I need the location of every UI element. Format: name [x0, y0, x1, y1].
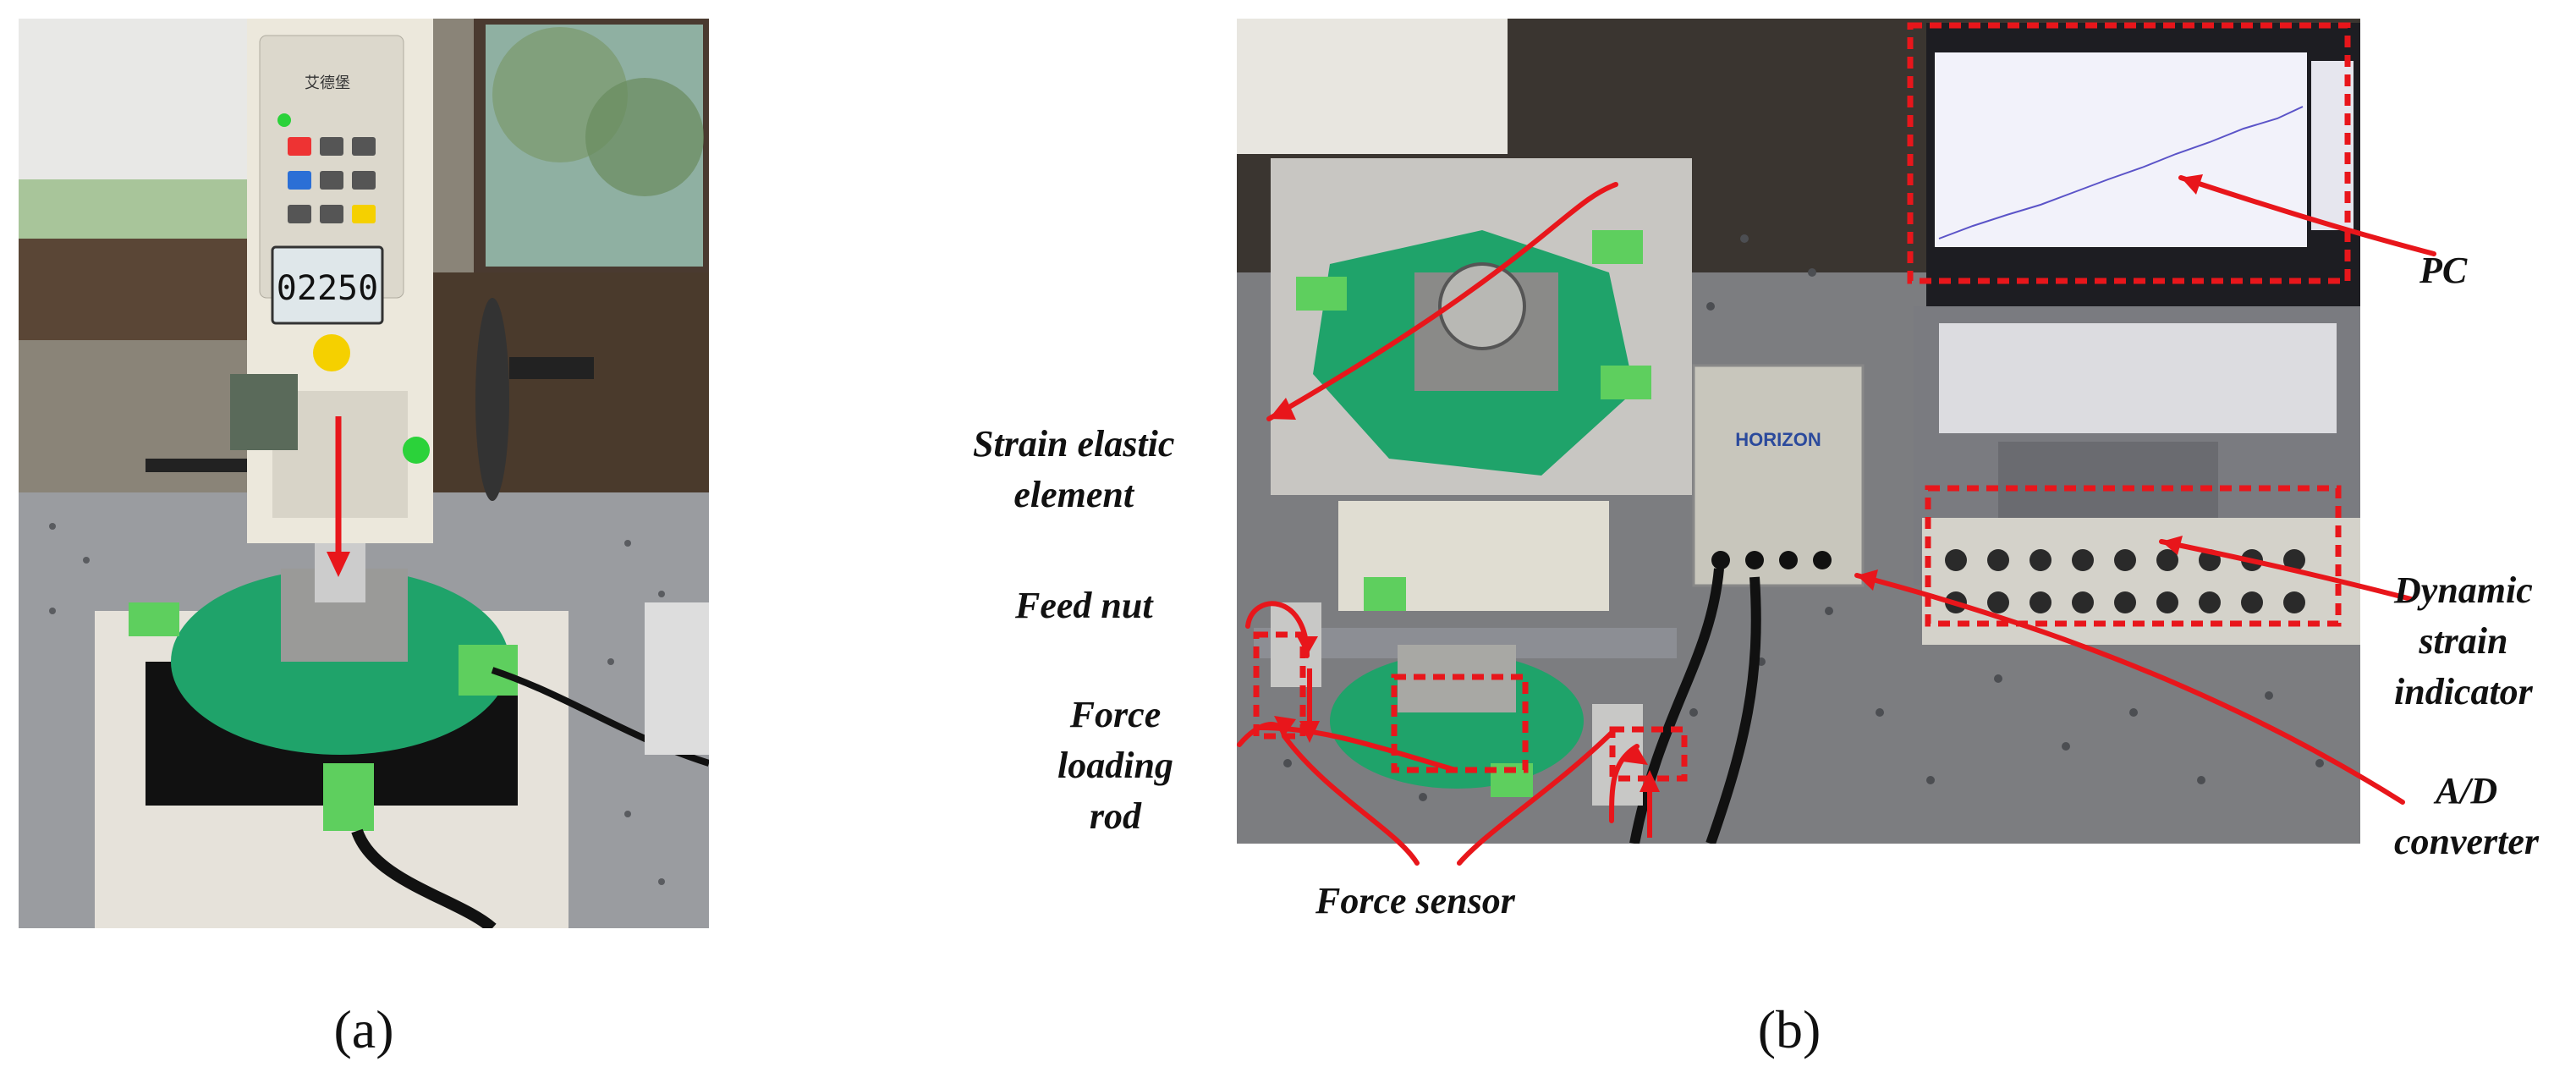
label-strain-elastic-element: Strain elastic element [973, 423, 1175, 515]
converter-brand: HORIZON [1735, 429, 1821, 450]
photo-b-experimental-setup: HORIZON [1237, 19, 2360, 844]
panel-label-a: (a) [333, 999, 394, 1059]
panel-label-b: (b) [1757, 999, 1821, 1059]
photo-a-test-stand: 02250 艾德堡 [19, 19, 709, 928]
label-ad-converter: A/D converter [2394, 770, 2540, 862]
force-gauge-display: 02250 [277, 269, 378, 308]
label-feed-nut: Feed nut [1015, 585, 1153, 626]
force-gauge-brand: 艾德堡 [305, 74, 350, 92]
label-force-sensor: Force sensor [1315, 880, 1515, 921]
label-pc: PC [2419, 250, 2468, 291]
label-dynamic-strain-indicator: Dynamic strain indicator [2394, 569, 2533, 712]
label-force-loading-rod: Force loading rod [1057, 694, 1173, 837]
